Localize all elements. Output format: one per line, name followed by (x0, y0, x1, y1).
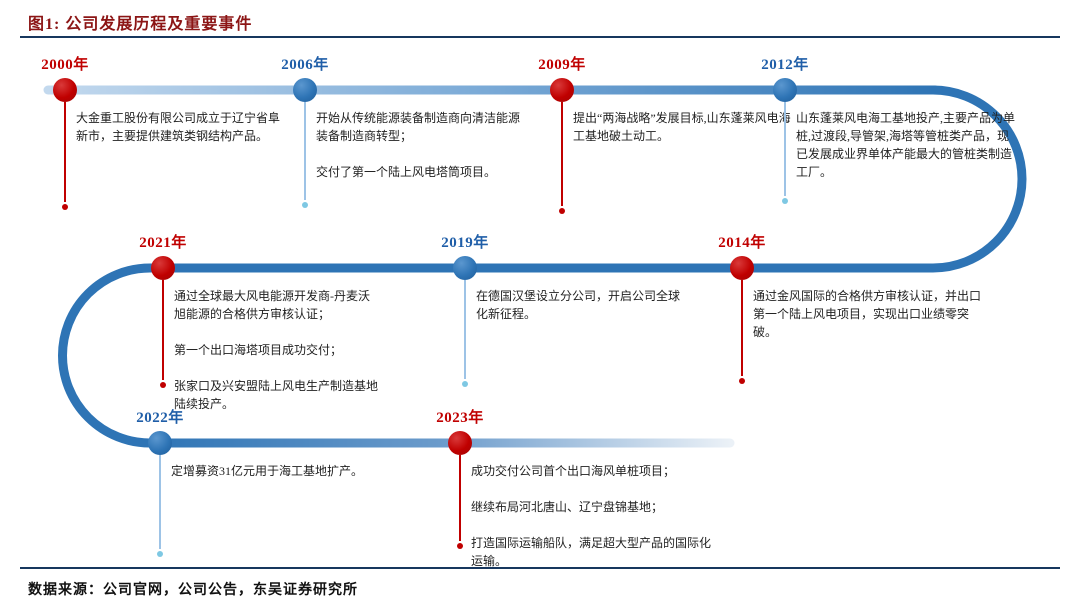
milestone-dot-2000 (53, 78, 77, 102)
milestone-dot-2009 (550, 78, 574, 102)
milestone-dot-2019 (453, 256, 477, 280)
bottom-divider (20, 567, 1060, 569)
year-label-2023: 2023年 (436, 410, 484, 426)
connector-end-dot-2023 (457, 543, 463, 549)
year-label-2022: 2022年 (136, 410, 184, 426)
connector-line-2006 (304, 102, 306, 200)
milestone-dot-2006 (293, 78, 317, 102)
data-source-note: 数据来源：公司官网，公司公告，东吴证券研究所 (28, 583, 358, 598)
connector-line-2000 (64, 102, 66, 202)
event-description-2000: 大金重工股份有限公司成立于辽宁省阜新市，主要提供建筑类钢结构产品。 (76, 111, 281, 143)
milestone-dot-2014 (730, 256, 754, 280)
event-description-2012: 山东蓬莱风电海工基地投产,主要产品为单桩,过渡段,导管架,海塔等管桩类产品，现已… (796, 111, 1016, 179)
milestone-dot-2021 (151, 256, 175, 280)
year-label-2014: 2014年 (718, 235, 766, 251)
connector-end-dot-2006 (302, 202, 308, 208)
connector-end-dot-2009 (559, 208, 565, 214)
year-label-2000: 2000年 (41, 57, 89, 73)
connector-line-2021 (162, 280, 164, 380)
year-label-2019: 2019年 (441, 235, 489, 251)
figure-title: 图1: 公司发展历程及重要事件 (28, 16, 253, 33)
event-description-2019: 在德国汉堡设立分公司，开启公司全球化新征程。 (476, 289, 681, 321)
connector-line-2014 (741, 280, 743, 376)
year-label-2012: 2012年 (761, 57, 809, 73)
event-description-2014: 通过金风国际的合格供方审核认证，并出口第一个陆上风电项目，实现出口业绩零突破。 (753, 289, 982, 339)
connector-line-2022 (159, 455, 161, 549)
connector-line-2009 (561, 102, 563, 206)
event-description-2022: 定增募资31亿元用于海工基地扩产。 (171, 464, 364, 478)
connector-end-dot-2022 (157, 551, 163, 557)
milestone-dot-2012 (773, 78, 797, 102)
event-description-2009: 提出“两海战略”发展目标,山东蓬莱风电海工基地破土动工。 (573, 111, 791, 143)
connector-end-dot-2021 (160, 382, 166, 388)
event-description-2023: 成功交付公司首个出口海风单桩项目； 继续布局河北唐山、辽宁盘锦基地； 打造国际运… (471, 464, 712, 568)
connector-end-dot-2014 (739, 378, 745, 384)
connector-end-dot-2000 (62, 204, 68, 210)
event-description-2006: 开始从传统能源装备制造商向清洁能源装备制造商转型； 交付了第一个陆上风电塔筒项目… (316, 111, 521, 179)
top-divider (20, 36, 1060, 38)
event-description-2021: 通过全球最大风电能源开发商-丹麦沃旭能源的合格供方审核认证； 第一个出口海塔项目… (174, 289, 379, 411)
year-label-2009: 2009年 (538, 57, 586, 73)
year-label-2006: 2006年 (281, 57, 329, 73)
connector-line-2012 (784, 102, 786, 196)
year-label-2021: 2021年 (139, 235, 187, 251)
connector-line-2023 (459, 455, 461, 541)
milestone-dot-2022 (148, 431, 172, 455)
connector-line-2019 (464, 280, 466, 379)
connector-end-dot-2019 (462, 381, 468, 387)
connector-end-dot-2012 (782, 198, 788, 204)
milestone-dot-2023 (448, 431, 472, 455)
timeline-uturns-line (58, 85, 1027, 448)
